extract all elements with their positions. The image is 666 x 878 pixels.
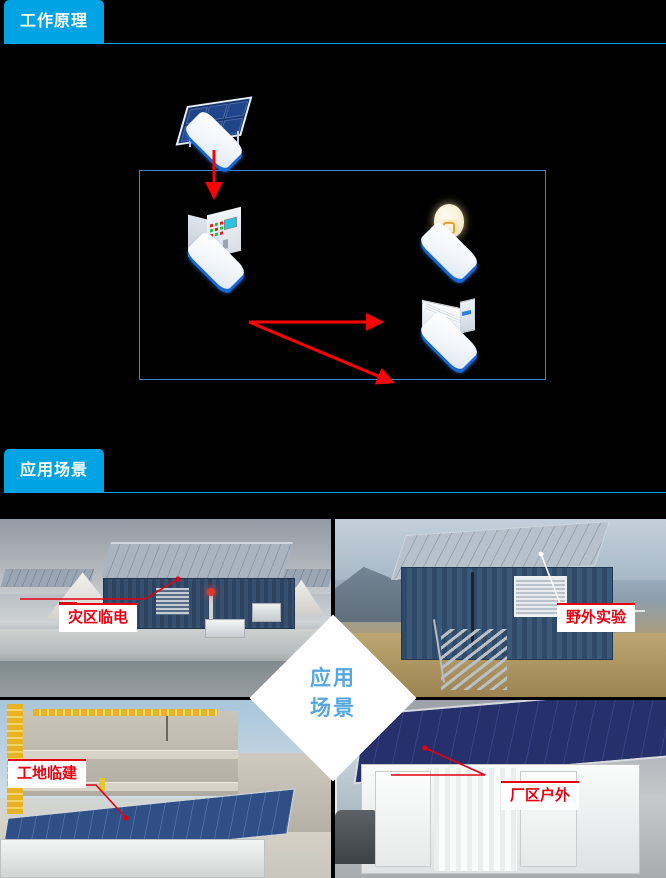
callout-label-factory-yard[interactable]: 厂区户外 [501,781,580,811]
section-header-scenarios: 应用场景 [0,449,666,495]
section-divider-line [104,43,666,44]
section-divider-line-2 [104,492,666,493]
diagram-node-solar-panel[interactable] [168,83,260,176]
light-bulb-pedestal [403,219,495,287]
scenario-badge-text: 应用 场景 [268,664,398,725]
badge-line-1: 应用 [310,667,356,690]
diagram-node-air-conditioner[interactable] [403,284,495,377]
callout-label-construction-site[interactable]: 工地临建 [8,759,87,789]
air-conditioner-pedestal [403,309,495,377]
section-tab-principle[interactable]: 工作原理 [4,0,105,44]
solar-panel-pedestal [168,108,260,176]
working-principle-diagram [0,70,666,410]
callout-label-field-experiment[interactable]: 野外实验 [557,603,636,633]
callout-label-disaster-relief[interactable]: 灾区临电 [59,603,138,633]
scenario-photo-grid: 应用 场景 [0,519,666,878]
power-cabinet-pedestal [170,229,262,297]
badge-line-2: 场景 [310,697,356,721]
section-header-principle: 工作原理 [0,0,666,46]
diagram-node-power-cabinet[interactable] [170,202,262,297]
scenario-cell-disaster-relief[interactable] [0,519,331,697]
diagram-node-light-bulb[interactable] [403,192,495,287]
section-tab-scenarios[interactable]: 应用场景 [4,449,105,493]
